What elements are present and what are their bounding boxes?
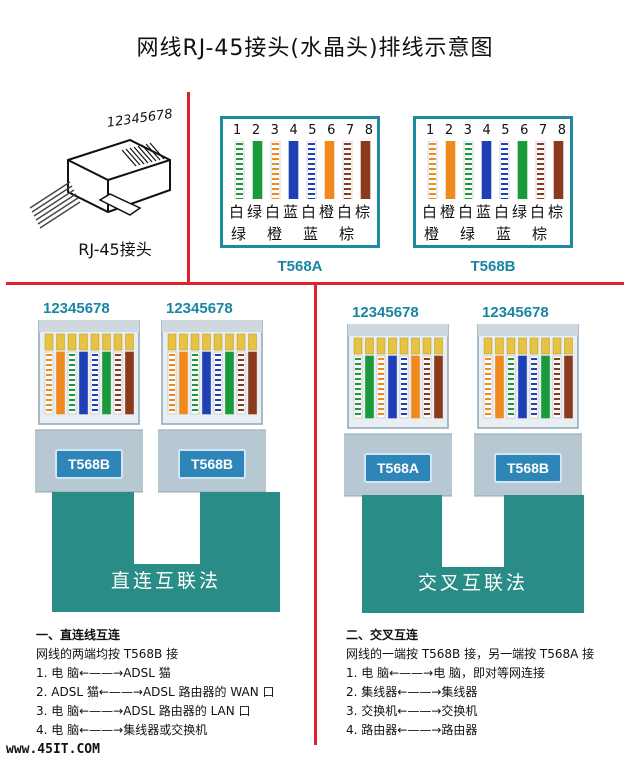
cross-cable-loop xyxy=(362,495,584,613)
notes-straight-item: 1. 电 脑←——→ADSL 猫 xyxy=(36,666,171,680)
method-label-straight: 直连互联法 xyxy=(110,570,221,592)
notes-cross-item: 4. 路由器←——→路由器 xyxy=(346,723,478,737)
color-char: 蓝 xyxy=(303,225,319,243)
page-title: 网线RJ-45接头(水晶头)排线示意图 xyxy=(136,36,494,61)
notes-cross-heading: 二、交叉互连 xyxy=(346,628,419,642)
color-char: 绿 xyxy=(460,225,476,243)
connector-body xyxy=(35,320,143,493)
color-char: 橙 xyxy=(440,203,456,221)
connector-pin-numbers: 12345678 xyxy=(166,300,233,317)
connector-body xyxy=(344,324,452,497)
pin-number: 1 xyxy=(426,123,435,138)
color-char: 白 xyxy=(494,203,510,221)
pin-number: 4 xyxy=(289,123,298,138)
divider-vertical-bottom xyxy=(314,285,317,745)
pin-number: 1 xyxy=(233,123,242,138)
connector-pin-numbers: 12345678 xyxy=(352,304,419,321)
pin-number: 6 xyxy=(520,123,529,138)
standard-name-t568a: T568A xyxy=(277,258,323,275)
connector-standard-badge: T568B xyxy=(178,449,246,479)
color-char: 棕 xyxy=(339,225,355,243)
standard-wire-strips xyxy=(234,141,371,199)
color-char: 绿 xyxy=(512,203,528,221)
connector-standard-badge: T568B xyxy=(55,449,123,479)
pin-number: 3 xyxy=(270,123,279,138)
pin-number: 8 xyxy=(557,123,566,138)
pin-number: 5 xyxy=(308,123,317,138)
pin-number: 4 xyxy=(482,123,491,138)
watermark: www.45IT.COM xyxy=(6,742,100,757)
color-char: 白 xyxy=(229,203,245,221)
method-label-cross: 交叉互联法 xyxy=(417,572,528,594)
connector-standard-badge: T568B xyxy=(494,453,562,483)
pin-number: 2 xyxy=(251,123,261,138)
notes-cross-intro: 网线的一端按 T568B 接，另一端按 T568A 接 xyxy=(346,647,595,661)
color-char: 绿 xyxy=(247,203,263,221)
jack-label: RJ-45接头 xyxy=(78,240,152,259)
notes-straight-heading: 一、直连线互连 xyxy=(36,628,121,642)
notes-cross-item: 1. 电 脑←——→电 脑，即对等网连接 xyxy=(346,666,546,680)
connector-pin-numbers: 12345678 xyxy=(482,304,549,321)
divider-vertical-top xyxy=(187,92,190,284)
notes-straight-item: 2. ADSL 猫←——→ADSL 路由器的 WAN 口 xyxy=(36,685,275,699)
notes-straight-item: 4. 电 脑←——→集线器或交换机 xyxy=(36,723,208,737)
notes-straight-item: 3. 电 脑←——→ADSL 路由器的 LAN 口 xyxy=(36,704,251,718)
straight-cable-loop xyxy=(52,492,280,612)
color-char: 白 xyxy=(337,203,353,221)
color-char: 橙 xyxy=(424,225,440,243)
notes-cross-item: 3. 交换机←——→交换机 xyxy=(346,704,478,718)
color-char: 橙 xyxy=(267,225,283,243)
color-char: 棕 xyxy=(355,203,371,221)
pin-number: 7 xyxy=(345,123,355,138)
color-char: 棕 xyxy=(548,203,564,221)
pin-number: 5 xyxy=(501,123,510,138)
notes-straight: 一、直连线互连 网线的两端均按 T568B 接 1. 电 脑←——→ADSL 猫… xyxy=(36,626,306,740)
connector-body xyxy=(474,324,582,497)
color-char: 白 xyxy=(422,203,438,221)
color-char: 棕 xyxy=(532,225,548,243)
color-char: 白 xyxy=(458,203,474,221)
color-char: 蓝 xyxy=(476,203,492,221)
color-char: 绿 xyxy=(231,225,247,243)
connector-body xyxy=(158,320,266,493)
divider-horizontal xyxy=(6,282,624,285)
color-char: 蓝 xyxy=(496,225,512,243)
color-char: 白 xyxy=(530,203,546,221)
pin-number: 8 xyxy=(364,123,373,138)
pin-number: 7 xyxy=(538,123,548,138)
notes-straight-intro: 网线的两端均按 T568B 接 xyxy=(36,647,179,661)
connector-pin-numbers: 12345678 xyxy=(43,300,110,317)
standard-wire-strips xyxy=(427,141,564,199)
pin-number: 2 xyxy=(444,123,454,138)
standard-name-t568b: T568B xyxy=(470,258,516,275)
pin-number: 6 xyxy=(327,123,336,138)
rj45-plug-drawing xyxy=(30,138,171,229)
notes-cross: 二、交叉互连 网线的一端按 T568B 接，另一端按 T568A 接 1. 电 … xyxy=(346,626,626,740)
color-char: 白 xyxy=(301,203,317,221)
connector-standard-badge: T568A xyxy=(364,453,432,483)
color-char: 橙 xyxy=(319,203,335,221)
color-char: 白 xyxy=(265,203,281,221)
notes-cross-item: 2. 集线器←——→集线器 xyxy=(346,685,478,699)
pin-number: 3 xyxy=(463,123,472,138)
color-char: 蓝 xyxy=(283,203,299,221)
